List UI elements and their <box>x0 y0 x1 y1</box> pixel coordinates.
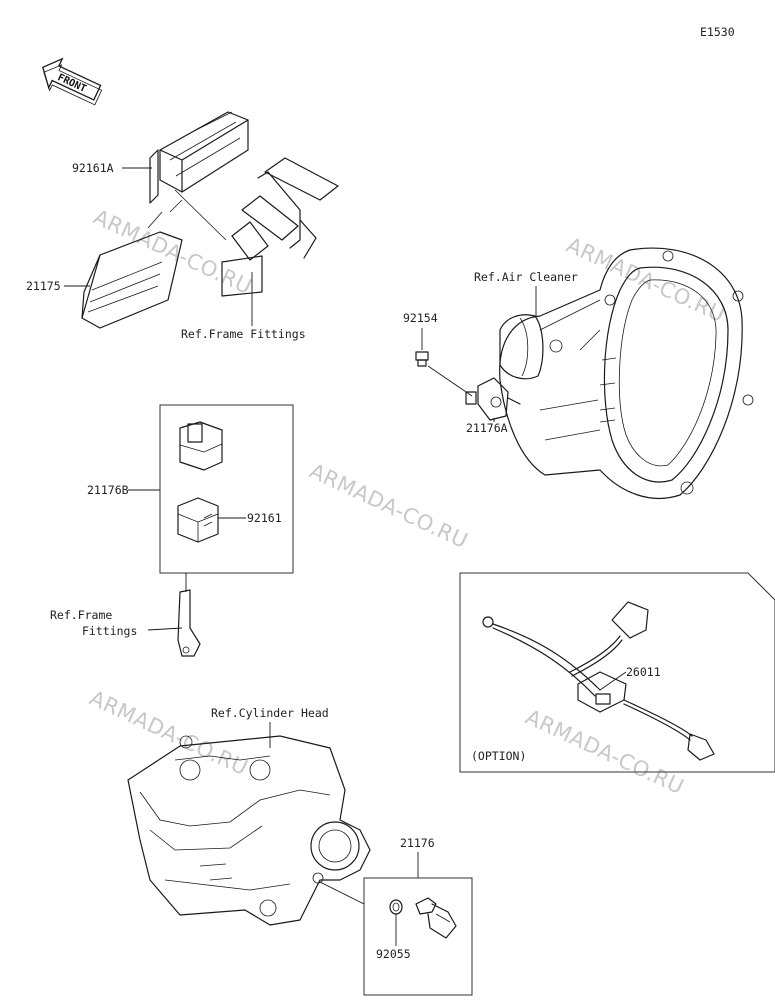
label-21176B: 21176B <box>87 483 129 497</box>
option-box <box>459 572 775 773</box>
label-26011: 26011 <box>626 665 661 679</box>
sensor-bracket <box>177 589 201 657</box>
wiring-harness <box>482 601 715 761</box>
label-ref-frame-fittings-1: Ref.Frame Fittings <box>181 327 306 341</box>
label-21175: 21175 <box>26 279 61 293</box>
o-ring-92055 <box>389 899 403 915</box>
cylinder-head <box>127 735 371 926</box>
sensor-holder-92161 <box>177 497 219 543</box>
watermark-3: ARMADA-CO.RU <box>306 459 472 553</box>
label-92161: 92161 <box>247 511 282 525</box>
ecu-unit <box>81 211 183 329</box>
label-ref-frame-line2: Fittings <box>82 624 137 638</box>
front-arrow-icon: FRONT <box>42 57 103 106</box>
label-92055: 92055 <box>376 947 411 961</box>
label-92154: 92154 <box>403 311 438 325</box>
temp-sensor-box <box>363 877 473 996</box>
label-21176: 21176 <box>400 836 435 850</box>
coolant-temp-sensor <box>415 897 457 939</box>
sensor-kit-box <box>159 404 294 574</box>
label-ref-frame-line1: Ref.Frame <box>50 608 112 622</box>
sensor-b-upper <box>179 421 223 471</box>
watermark-1: ARMADA-CO.RU <box>90 205 256 299</box>
label-option: (OPTION) <box>471 749 526 763</box>
watermarks: ARMADA-CO.RU ARMADA-CO.RU ARMADA-CO.RU A… <box>86 205 729 799</box>
frame-bracket <box>169 157 339 297</box>
air-temp-sensor <box>465 377 521 421</box>
label-ref-cylinder-head: Ref.Cylinder Head <box>211 706 329 720</box>
label-92161A: 92161A <box>72 161 114 175</box>
watermark-4: ARMADA-CO.RU <box>86 686 252 780</box>
label-21176A: 21176A <box>466 421 508 435</box>
watermark-2: ARMADA-CO.RU <box>563 233 729 327</box>
screw-92154 <box>415 351 429 367</box>
air-cleaner <box>499 247 754 499</box>
diagram-code: E1530 <box>700 25 735 39</box>
label-ref-air-cleaner: Ref.Air Cleaner <box>474 270 578 284</box>
ecu-bracket <box>149 111 249 204</box>
